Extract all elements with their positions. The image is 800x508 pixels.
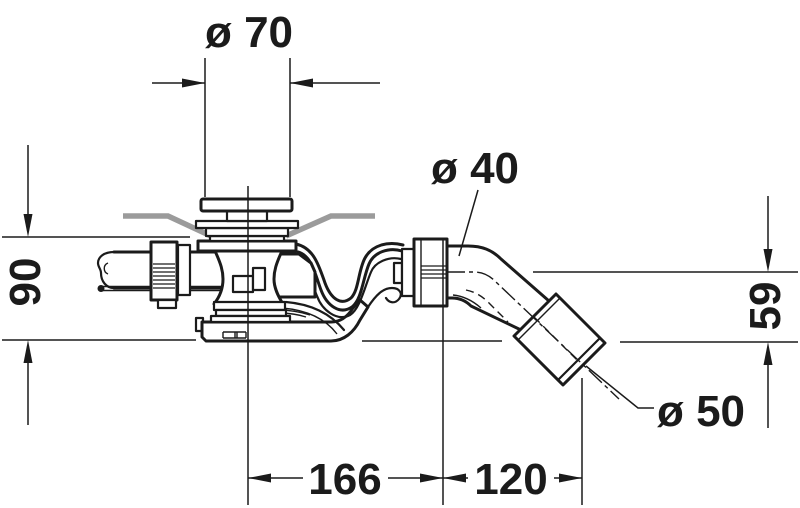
dim-label-width-166: 166: [308, 455, 381, 504]
outlet-nut: [412, 237, 449, 308]
pipe-union: [176, 243, 192, 297]
clamp-nut: [149, 240, 179, 302]
dim-label-diameter-70: ø 70: [205, 8, 293, 57]
outlet-assembly: [392, 237, 620, 400]
dimension-right-height: 59: [741, 196, 790, 428]
popup-plug: [194, 197, 300, 253]
rod-pivot: [97, 285, 105, 292]
dimension-bottom-widths: 166 120: [248, 455, 582, 504]
plug-linkage: [231, 274, 255, 294]
drain-trap-base: [194, 298, 370, 343]
outlet-axis-centerline: [447, 271, 620, 400]
dimension-left-height: 90: [1, 145, 50, 425]
dim-label-width-120: 120: [474, 455, 547, 504]
outlet-sleeve: [512, 292, 607, 387]
tub-cross-section: [123, 213, 375, 239]
dimension-top-diameter: ø 70: [152, 8, 380, 88]
dim-label-height-59: 59: [741, 282, 790, 331]
label-outlet-diameter: ø 40: [431, 144, 519, 257]
sealing-flange: [196, 239, 298, 253]
base-plate: [200, 298, 370, 343]
dim-label-diameter-40: ø 40: [431, 144, 519, 193]
overflow-pipe: [96, 240, 270, 310]
dim-label-diameter-50: ø 50: [657, 387, 745, 436]
label-sleeve-diameter: ø 50: [585, 365, 745, 436]
extension-lines: [2, 58, 798, 505]
dim-label-height-90: 90: [1, 258, 50, 307]
plug-cap: [199, 197, 294, 213]
